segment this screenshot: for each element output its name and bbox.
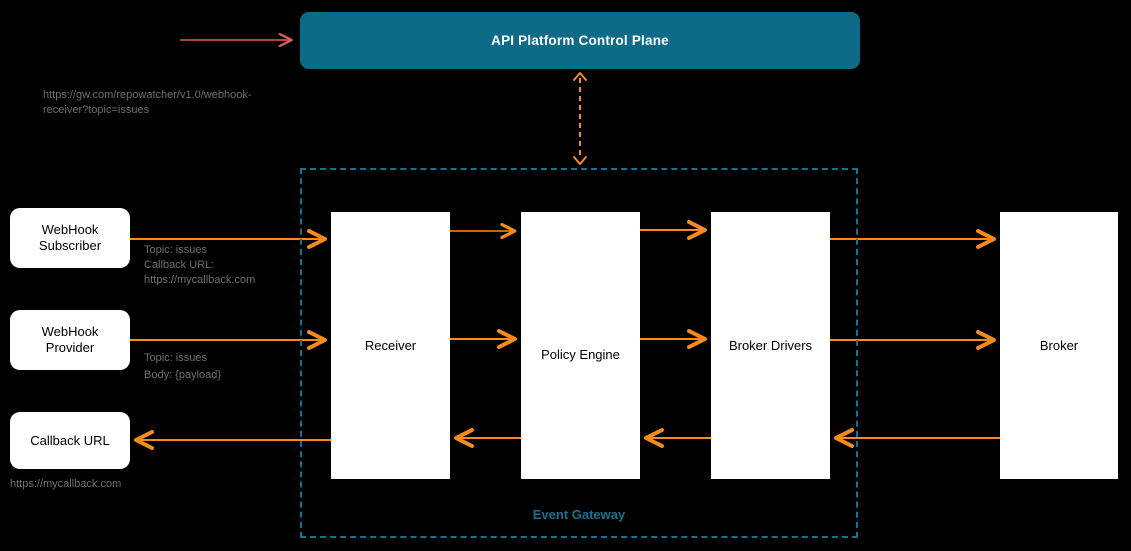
receiver-box: Receiver: [331, 212, 450, 479]
broker-box: Broker: [1000, 212, 1118, 479]
annotation-line: https://mycallback.com: [144, 274, 256, 286]
webhook-subscriber-box: WebHook Subscriber: [10, 208, 130, 268]
annotation-line: Topic: issues: [144, 244, 207, 256]
receiver-label: Receiver: [364, 338, 417, 353]
annotation-line: Topic: issues: [144, 352, 207, 364]
policy-engine-box: Policy Engine: [521, 212, 640, 479]
broker-drivers-label: Broker Drivers: [728, 338, 813, 353]
callback-url-annotation: https://mycallback.com: [10, 478, 122, 490]
callback-url-box: Callback URL: [10, 412, 130, 469]
control-plane-box: API Platform Control Plane: [300, 12, 860, 69]
webhook-provider-box: WebHook Provider: [10, 310, 130, 370]
annotation-line: Body: {payload}: [144, 369, 222, 381]
provider-request-annotation: Topic: issues Body: {payload}: [144, 350, 314, 384]
event-gateway-boundary: [300, 168, 858, 538]
webhook-subscriber-label: WebHook Subscriber: [38, 222, 102, 253]
broker-drivers-box: Broker Drivers: [711, 212, 830, 479]
control-plane-title: API Platform Control Plane: [491, 33, 669, 48]
webhook-endpoint-url: https://gw.com/repowatcher/v1.0/webhook-…: [43, 89, 252, 116]
policy-engine-label: Policy Engine: [541, 347, 620, 362]
arrowhead-down-icon: [573, 156, 587, 165]
arrowhead-up-icon: [573, 72, 587, 81]
subscriber-request-annotation: Topic: issues Callback URL: https://myca…: [144, 243, 314, 288]
annotation-line: Callback URL:: [144, 259, 215, 271]
broker-label: Broker: [1039, 338, 1079, 353]
webhook-provider-label: WebHook Provider: [41, 324, 99, 355]
event-gateway-label: Event Gateway: [532, 507, 626, 522]
callback-url-label: Callback URL: [30, 432, 110, 448]
